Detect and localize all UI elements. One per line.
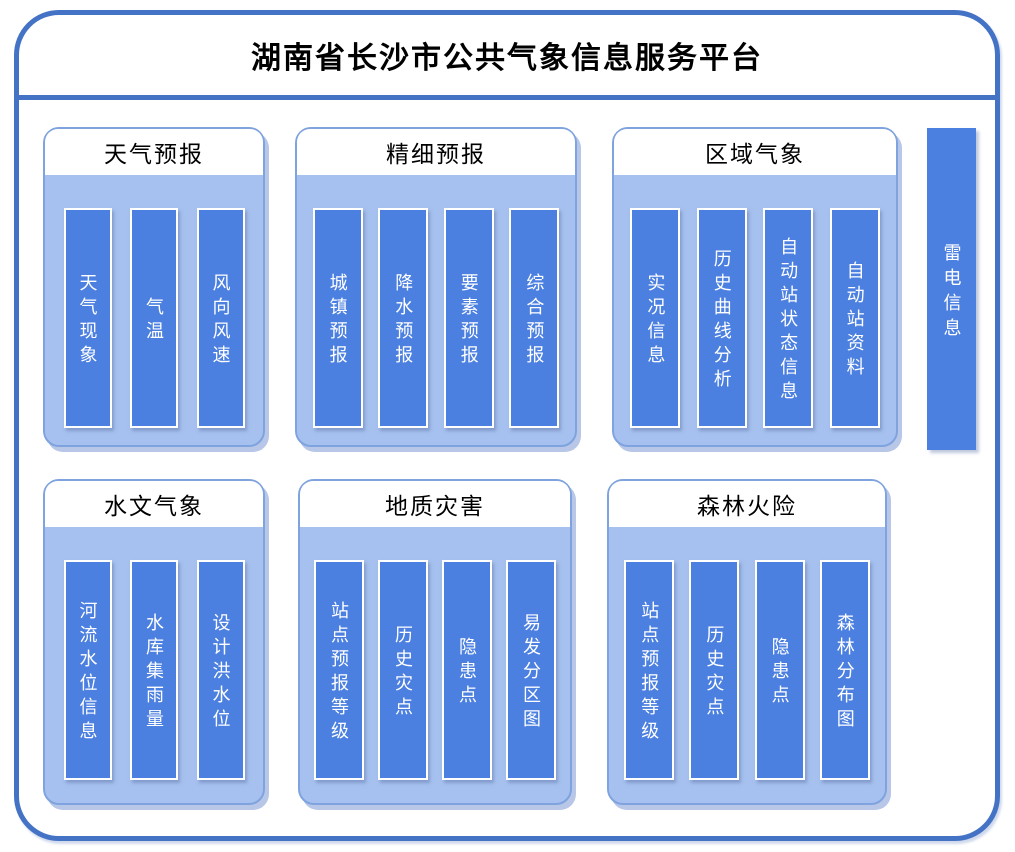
panel-hydrological-meteorology-title: 水文气象	[45, 481, 263, 527]
bar-auto-station-data: 自动站资料	[829, 208, 880, 428]
bar-precipitation-forecast: 降水预报	[378, 208, 429, 428]
lightning-info-bar: 雷电信息	[927, 128, 976, 450]
bar-forest-distribution-map-label: 森林分布图	[834, 613, 855, 733]
bar-temperature-label: 气温	[144, 297, 164, 345]
panel-hydrological-meteorology: 水文气象 河流水位信息 水库集雨量 设计洪水位	[43, 479, 265, 805]
title-band: 湖南省长沙市公共气象信息服务平台	[19, 15, 995, 100]
panel-weather-forecast-title: 天气预报	[45, 129, 263, 175]
bar-realtime-info-label: 实况信息	[645, 273, 666, 369]
bar-town-forecast-label: 城镇预报	[327, 273, 348, 369]
bar-auto-station-status-info: 自动站状态信息	[763, 208, 814, 428]
panel-fine-forecast: 精细预报 城镇预报 降水预报 要素预报 综合预报	[295, 127, 577, 447]
bar-design-flood-level-label: 设计洪水位	[210, 613, 231, 733]
panel-forest-fire-risk: 森林火险 站点预报等级 历史灾点 隐患点 森林分布图	[607, 479, 887, 805]
bar-river-water-level-info-label: 河流水位信息	[77, 601, 98, 745]
bar-town-forecast: 城镇预报	[312, 208, 363, 428]
bar-wind-direction-speed-label: 风向风速	[210, 273, 231, 369]
bar-fire-hidden-danger-points: 隐患点	[754, 560, 805, 780]
bar-reservoir-rainfall: 水库集雨量	[130, 560, 178, 780]
bar-realtime-info: 实况信息	[630, 208, 681, 428]
outer-frame: 湖南省长沙市公共气象信息服务平台	[14, 10, 1000, 841]
bar-reservoir-rainfall-label: 水库集雨量	[144, 613, 164, 733]
bar-geo-hidden-danger-points-label: 隐患点	[457, 637, 477, 709]
panel-regional-meteorology: 区域气象 实况信息 历史曲线分析 自动站状态信息 自动站资料	[612, 127, 898, 447]
panel-weather-forecast-body: 天气现象 气温 风向风速	[45, 175, 263, 445]
panel-weather-forecast: 天气预报 天气现象 气温 风向风速	[43, 127, 265, 447]
bar-history-curve-analysis-label: 历史曲线分析	[711, 249, 732, 393]
bar-design-flood-level: 设计洪水位	[196, 560, 245, 780]
bar-weather-phenomena: 天气现象	[63, 208, 112, 428]
bar-precipitation-forecast-label: 降水预报	[393, 273, 414, 369]
bar-temperature: 气温	[130, 208, 178, 428]
bar-auto-station-status-info-label: 自动站状态信息	[778, 237, 799, 405]
panel-geological-disaster-body: 站点预报等级 历史灾点 隐患点 易发分区图	[300, 527, 570, 803]
bar-fire-historical-disaster-points: 历史灾点	[689, 560, 740, 780]
bar-geo-station-forecast-level: 站点预报等级	[314, 560, 364, 780]
bar-comprehensive-forecast-label: 综合预报	[524, 273, 545, 369]
page-title: 湖南省长沙市公共气象信息服务平台	[251, 42, 763, 75]
bar-comprehensive-forecast: 综合预报	[509, 208, 560, 428]
bar-forest-distribution-map: 森林分布图	[819, 560, 870, 780]
panel-regional-meteorology-body: 实况信息 历史曲线分析 自动站状态信息 自动站资料	[614, 175, 896, 445]
lightning-info-label: 雷电信息	[941, 242, 962, 343]
panel-hydrological-meteorology-body: 河流水位信息 水库集雨量 设计洪水位	[45, 527, 263, 803]
bar-auto-station-data-label: 自动站资料	[844, 261, 865, 381]
bar-fire-station-forecast-level: 站点预报等级	[624, 560, 675, 780]
bar-weather-phenomena-label: 天气现象	[77, 273, 98, 369]
panel-forest-fire-risk-title: 森林火险	[609, 481, 885, 527]
bar-history-curve-analysis: 历史曲线分析	[696, 208, 747, 428]
bar-geo-station-forecast-level-label: 站点预报等级	[329, 601, 349, 745]
panel-fine-forecast-title: 精细预报	[297, 129, 575, 175]
bar-prone-zone-map: 易发分区图	[506, 560, 556, 780]
bar-geo-hidden-danger-points: 隐患点	[442, 560, 492, 780]
panel-geological-disaster-title: 地质灾害	[300, 481, 570, 527]
bar-geo-historical-disaster-points: 历史灾点	[378, 560, 428, 780]
bar-geo-historical-disaster-points-label: 历史灾点	[393, 625, 413, 721]
bar-element-forecast-label: 要素预报	[458, 273, 479, 369]
bar-prone-zone-map-label: 易发分区图	[521, 613, 541, 733]
bar-fire-station-forecast-level-label: 站点预报等级	[639, 601, 660, 745]
panel-forest-fire-risk-body: 站点预报等级 历史灾点 隐患点 森林分布图	[609, 527, 885, 803]
panel-regional-meteorology-title: 区域气象	[614, 129, 896, 175]
bar-element-forecast: 要素预报	[443, 208, 494, 428]
panel-fine-forecast-body: 城镇预报 降水预报 要素预报 综合预报	[297, 175, 575, 445]
bar-fire-hidden-danger-points-label: 隐患点	[769, 637, 790, 709]
bar-river-water-level-info: 河流水位信息	[63, 560, 112, 780]
panel-geological-disaster: 地质灾害 站点预报等级 历史灾点 隐患点 易发分区图	[298, 479, 572, 805]
bar-fire-historical-disaster-points-label: 历史灾点	[704, 625, 725, 721]
bar-wind-direction-speed: 风向风速	[196, 208, 245, 428]
